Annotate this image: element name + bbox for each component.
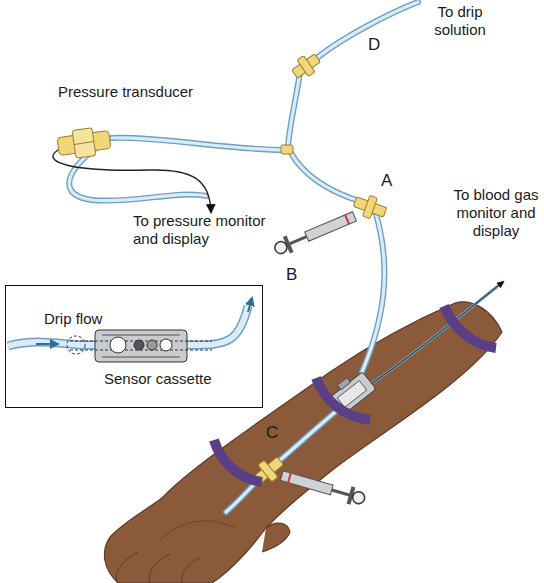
tubing	[291, 153, 362, 202]
syringe	[305, 212, 357, 242]
syringe	[273, 240, 289, 256]
tubing	[270, 408, 340, 468]
strap	[444, 306, 496, 348]
syringe	[345, 215, 349, 224]
forearm	[149, 554, 170, 583]
tubing	[352, 282, 503, 396]
forearm	[104, 302, 502, 583]
forearm	[104, 302, 502, 583]
tubing	[312, 2, 418, 62]
tubing	[270, 408, 340, 468]
stopcocks	[362, 195, 377, 218]
forearm	[182, 558, 200, 583]
forearm	[262, 523, 290, 552]
forearm	[116, 552, 138, 583]
tubing	[288, 72, 300, 146]
inset-cassette	[102, 335, 180, 336]
annotation: To drip solution	[420, 3, 500, 39]
stopcocks	[281, 145, 293, 154]
tubing	[112, 138, 284, 150]
inset-cassette	[110, 337, 126, 353]
strap	[214, 306, 496, 482]
inset-cassette	[160, 339, 172, 351]
syringe	[288, 473, 291, 483]
tubing	[362, 214, 384, 372]
syringe	[288, 237, 306, 245]
strap	[214, 440, 262, 482]
inset-cassette	[134, 340, 144, 350]
inset-label: Sensor cassette	[104, 370, 212, 388]
inset-cassette	[248, 298, 252, 312]
inset-cassette	[67, 336, 85, 354]
annotation: Pressure transducer	[58, 83, 193, 101]
syringe	[332, 490, 351, 496]
sensor-cassette	[337, 378, 350, 390]
pressure-transducer	[72, 128, 96, 159]
tubing	[69, 2, 418, 512]
callout-letter: D	[368, 36, 380, 54]
tubing	[288, 72, 300, 146]
forearm	[160, 521, 235, 540]
callout-letter: A	[381, 172, 392, 190]
stopcocks	[292, 54, 321, 78]
pressure-transducer	[74, 142, 94, 145]
callout-letter: C	[266, 424, 278, 442]
tubing	[362, 214, 384, 372]
inset-box: Drip flowSensor cassette	[5, 285, 263, 408]
inset-cassette	[95, 330, 187, 362]
syringe	[272, 208, 358, 258]
callout-letter: B	[286, 266, 297, 284]
syringe	[351, 490, 366, 505]
inset-cassette	[102, 357, 180, 358]
annotation: To pressure monitor and display	[133, 212, 283, 248]
tubing	[69, 2, 418, 512]
syringe	[279, 467, 367, 508]
pressure-transducer	[56, 126, 111, 161]
tubing	[53, 150, 211, 212]
stopcocks	[297, 56, 315, 77]
tubing	[112, 138, 284, 150]
strap	[316, 378, 370, 420]
tubing	[291, 153, 362, 202]
inset-cassette	[36, 343, 58, 345]
inset-cassette	[8, 298, 252, 362]
tubing	[352, 282, 503, 396]
tubing	[53, 2, 503, 512]
stopcocks	[351, 191, 389, 223]
annotation: To blood gas monitor and display	[448, 186, 544, 240]
tubing	[312, 2, 418, 62]
stopcocks	[249, 50, 389, 490]
syringe	[280, 471, 333, 495]
inset-label: Drip flow	[44, 310, 102, 328]
stopcocks	[289, 50, 323, 82]
inset-cassette	[147, 340, 157, 350]
